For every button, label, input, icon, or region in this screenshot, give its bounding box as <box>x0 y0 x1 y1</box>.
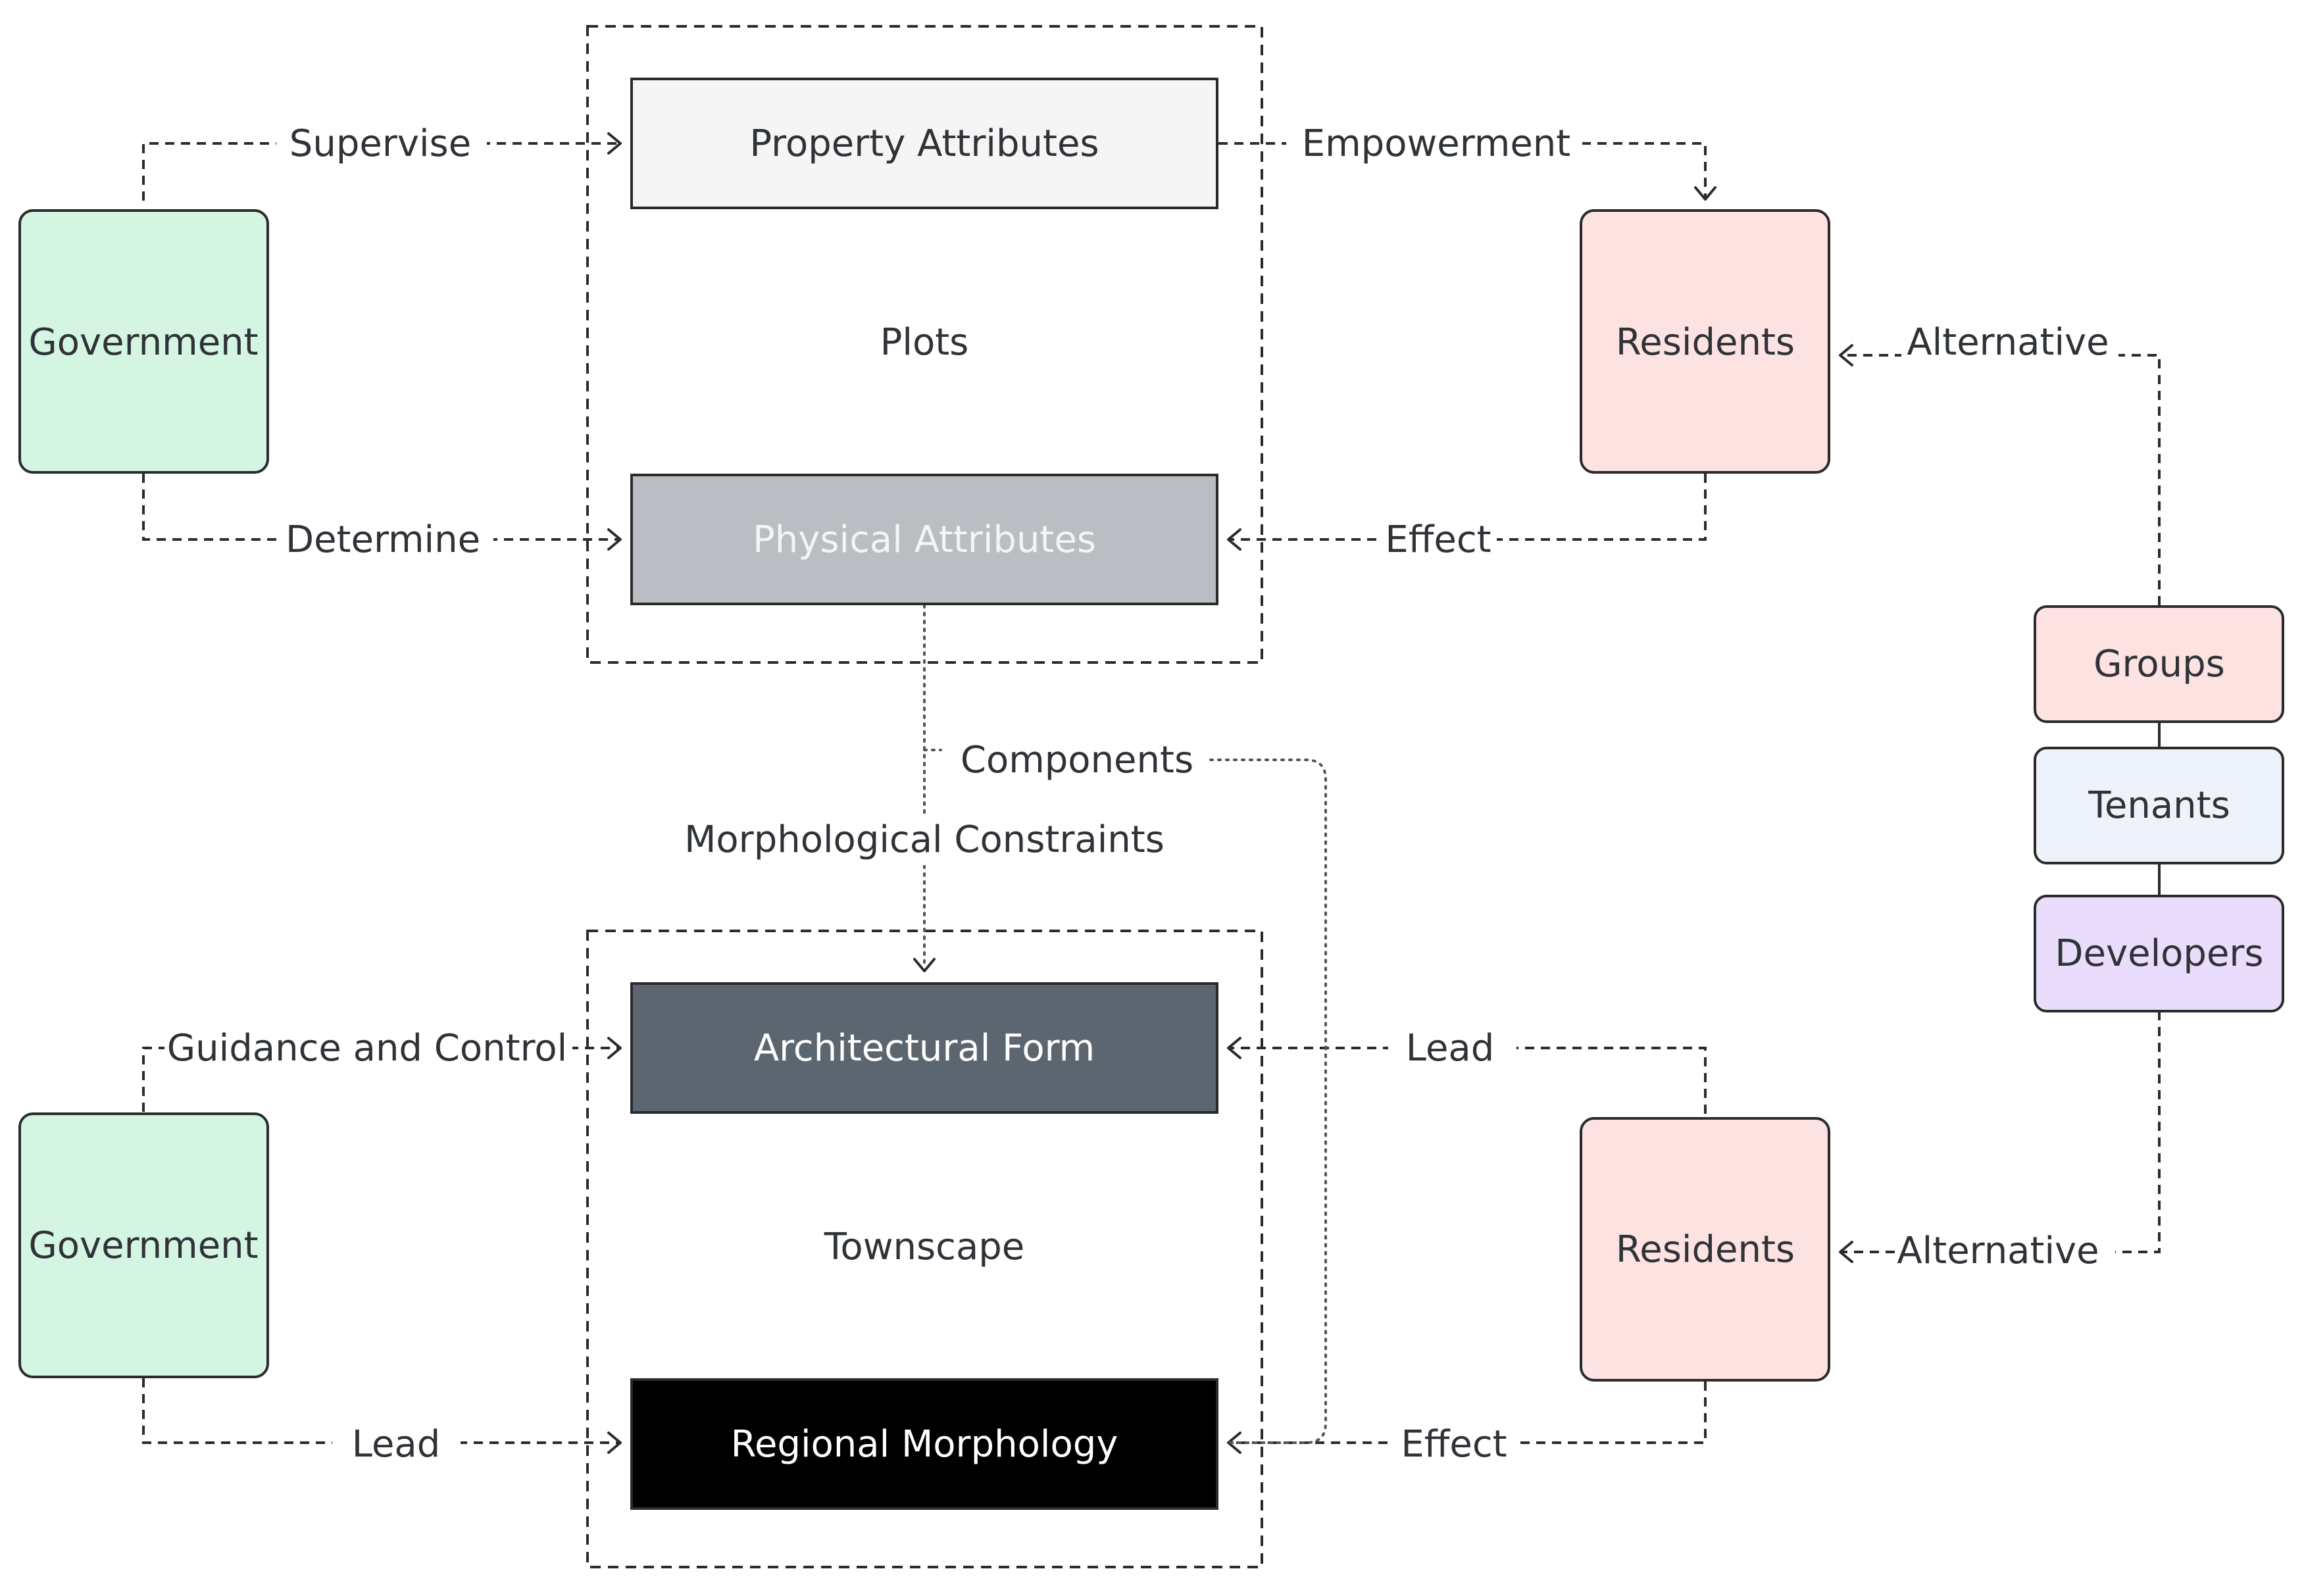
node-physical-attributes: Physical Attributes <box>630 474 1218 605</box>
arrowhead-effect-bottom <box>1227 1432 1241 1454</box>
arrowhead-alternative-bottom <box>1839 1241 1853 1263</box>
node-architectural-form: Architectural Form <box>630 982 1218 1114</box>
node-developers: Developers <box>2034 895 2284 1012</box>
determine-label: Determine <box>286 518 480 561</box>
edge-alternative-top <box>1842 354 2161 605</box>
arrowhead-morphological-constraints <box>913 958 936 972</box>
edge-effect-bottom <box>1230 1382 1707 1444</box>
edge-components-route <box>1209 759 1327 1444</box>
connectors <box>142 132 2161 1454</box>
tenants-label: Tenants <box>2088 784 2230 827</box>
developers-label: Developers <box>2055 932 2263 975</box>
lead-right-label: Lead <box>1406 1027 1495 1070</box>
node-residents-top: Residents <box>1580 209 1830 474</box>
node-property-attributes: Property Attributes <box>630 78 1218 209</box>
alternative-top-label: Alternative <box>1907 321 2109 364</box>
groups-label: Groups <box>2093 643 2225 686</box>
townscape-label: Townscape <box>824 1226 1025 1268</box>
effect-bottom-label: Effect <box>1401 1423 1507 1466</box>
property-attributes-label: Property Attributes <box>749 122 1099 165</box>
guidance-and-control-label: Guidance and Control <box>167 1027 567 1070</box>
government-bottom-label: Government <box>28 1224 258 1267</box>
lead-bottom-left-label: Lead <box>352 1423 441 1466</box>
supervise-label: Supervise <box>289 122 471 165</box>
regional-morphology-label: Regional Morphology <box>731 1423 1118 1466</box>
physical-attributes-label: Physical Attributes <box>753 518 1096 561</box>
node-regional-morphology: Regional Morphology <box>630 1378 1218 1510</box>
node-residents-bottom: Residents <box>1580 1117 1830 1382</box>
residents-bottom-label: Residents <box>1616 1228 1795 1271</box>
arrowhead-lead-bottom-left <box>607 1432 622 1454</box>
alternative-bottom-label: Alternative <box>1897 1230 2099 1272</box>
empowerment-label: Empowerment <box>1302 122 1571 165</box>
residents-top-label: Residents <box>1616 321 1795 364</box>
plots-label: Plots <box>880 321 969 364</box>
edge-supervise <box>142 142 618 201</box>
edge-alternative-bottom <box>1842 1011 2161 1253</box>
architectural-form-label: Architectural Form <box>754 1027 1095 1070</box>
components-label: Components <box>961 739 1193 782</box>
arrowhead-guidance-and-control <box>607 1037 622 1059</box>
arrowhead-effect-top <box>1227 528 1241 551</box>
edge-labels: Supervise Determine Empowerment Effect A… <box>164 120 2118 1466</box>
arrowhead-supervise <box>607 132 622 155</box>
arrowhead-empowerment <box>1694 186 1716 201</box>
arrowhead-lead-right <box>1227 1037 1241 1059</box>
node-tenants: Tenants <box>2034 747 2284 864</box>
arrowhead-determine <box>607 528 622 551</box>
node-groups: Groups <box>2034 605 2284 723</box>
morphological-constraints-label: Morphological Constraints <box>684 818 1165 861</box>
effect-top-label: Effect <box>1385 518 1491 561</box>
node-government-top: Government <box>18 209 269 474</box>
government-top-label: Government <box>28 321 258 364</box>
arrowhead-alternative-top <box>1839 344 1853 366</box>
node-government-bottom: Government <box>18 1112 269 1378</box>
